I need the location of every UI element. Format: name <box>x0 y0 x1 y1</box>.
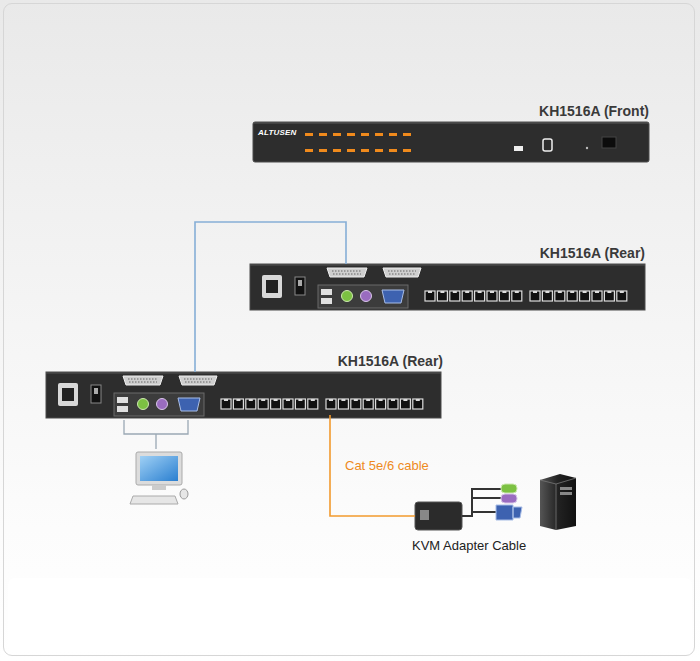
led <box>347 133 355 136</box>
front-led <box>586 147 588 149</box>
led <box>403 133 411 136</box>
server-bay <box>560 492 572 495</box>
led <box>375 133 383 136</box>
adapter-jack <box>420 510 429 520</box>
device-heading: KH1516A (Front) <box>539 103 649 119</box>
device-node: KH1516A (Rear) <box>250 264 645 310</box>
cable-connector <box>195 222 346 372</box>
pc-icon <box>130 452 188 504</box>
vga-plug <box>496 505 522 520</box>
device-node: KVM Adapter Cable <box>415 502 462 530</box>
front-jack <box>543 139 552 151</box>
part-label: KVM Adapter Cable <box>412 538 526 553</box>
led <box>361 149 369 152</box>
monitor-stand <box>152 485 166 490</box>
server-tower <box>540 474 576 530</box>
led <box>333 133 341 136</box>
led <box>403 149 411 152</box>
led <box>319 149 327 152</box>
body-edge <box>254 123 648 124</box>
brand-logo: ALTUSEN <box>258 128 297 137</box>
rear-unit <box>250 264 645 310</box>
server-bay <box>560 487 572 490</box>
led-rows <box>305 133 411 152</box>
device-heading: KH1516A (Rear) <box>540 245 645 261</box>
device-node: KH1516A (Rear) <box>46 372 443 415</box>
led <box>361 133 369 136</box>
led <box>305 149 313 152</box>
bottom-strip <box>8 578 692 652</box>
led <box>389 133 397 136</box>
mouse <box>180 489 188 499</box>
front-window <box>602 137 616 148</box>
keyboard <box>130 496 178 504</box>
cable-label: Cat 5e/6 cable <box>343 458 431 473</box>
led <box>305 133 313 136</box>
front-port <box>514 146 523 151</box>
console-wires <box>124 420 188 449</box>
led <box>319 133 327 136</box>
device-heading: KH1516A (Rear) <box>338 353 443 369</box>
led <box>375 149 383 152</box>
led <box>389 149 397 152</box>
front-body <box>253 122 649 162</box>
adapter-body <box>415 502 462 530</box>
server-edges <box>540 478 576 530</box>
server-icon <box>540 474 576 530</box>
outer-frame <box>3 3 695 656</box>
led <box>347 149 355 152</box>
monitor-screen <box>140 456 178 481</box>
rear-unit <box>46 372 441 418</box>
ps2-plug <box>501 484 517 493</box>
led <box>333 149 341 152</box>
ps2-plug <box>501 494 517 503</box>
device-node: KH1516A (Front)ALTUSEN <box>253 122 649 162</box>
monitor <box>136 452 182 485</box>
